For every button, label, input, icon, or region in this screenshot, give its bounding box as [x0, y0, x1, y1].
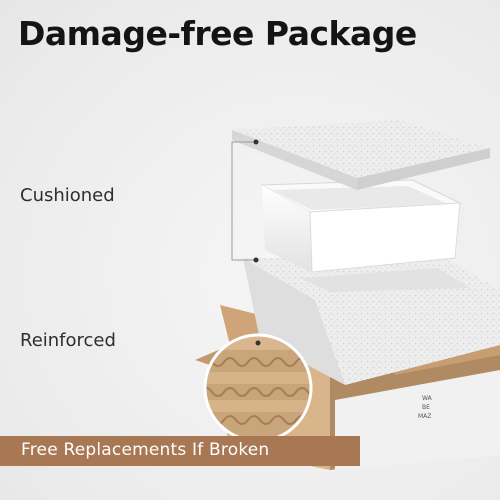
svg-text:BE: BE: [422, 404, 430, 411]
callout-cushioned: Cushioned: [20, 185, 115, 206]
banner-strip: [0, 436, 360, 466]
callout-reinforced: Reinforced: [20, 330, 116, 351]
foam-top-lid: [232, 120, 490, 190]
page-title: Damage-free Package: [18, 14, 417, 53]
banner-text: Free Replacements If Broken: [21, 440, 270, 460]
callout-brackets: [231, 139, 259, 263]
ceramic-sink: [260, 179, 462, 273]
svg-text:MAZ: MAZ: [418, 413, 431, 420]
replacement-banner: Free Replacements If Broken: [0, 430, 500, 500]
svg-text:WA: WA: [422, 395, 433, 402]
corrugation-zoom-circle: [203, 333, 313, 443]
